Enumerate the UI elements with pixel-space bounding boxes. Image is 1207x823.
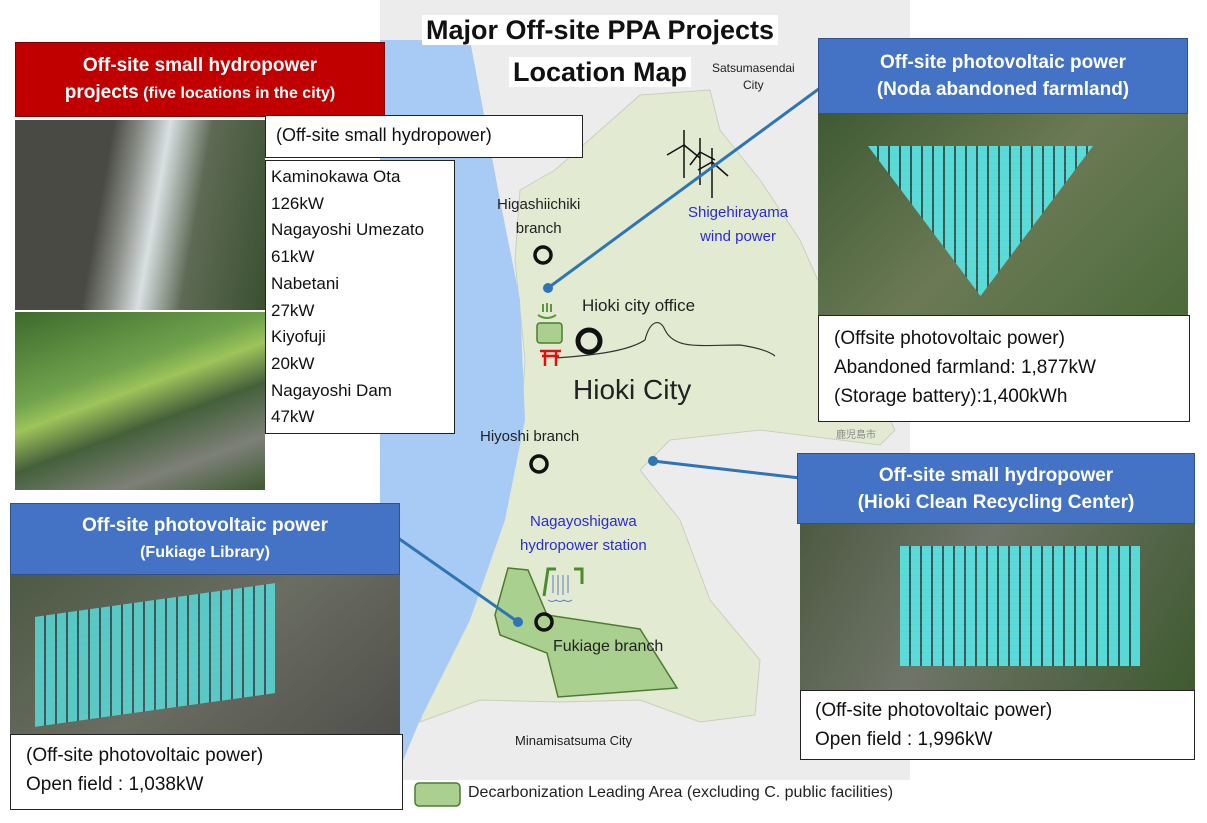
hydro-site-capacity: 61kW <box>271 247 315 267</box>
hydro-site-capacity: 126kW <box>271 193 324 213</box>
detail-line: Open field : 1,996kW <box>815 729 993 750</box>
label-shigehirayama: Shigehirayama wind power <box>688 201 788 249</box>
detail-line: (Off-site photovoltaic power) <box>26 745 264 766</box>
detail-line: (Storage battery):1,400kWh <box>834 386 1068 407</box>
label-city-office: Hioki city office <box>582 296 696 315</box>
header-line: (Noda abandoned farmland) <box>876 79 1130 100</box>
label-line: Nagayoshigawa <box>530 513 637 530</box>
map-title-line2-text: Location Map <box>509 57 691 87</box>
fukiage-library-header: Off-site photovoltaic power (Fukiage Libr… <box>10 503 400 575</box>
leader-line-recycling <box>652 459 801 480</box>
label-line: Higashiichiki <box>497 196 581 213</box>
dam-waterfall-icon <box>542 567 584 602</box>
detail-line: (Off-site photovoltaic power) <box>815 700 1053 721</box>
noda-details: (Offsite photovoltaic power) Abandoned fa… <box>818 315 1190 422</box>
label-city-name: Hioki City <box>573 374 692 405</box>
label-line: branch <box>515 220 562 237</box>
hydro-site-name: Nagayoshi Umezato <box>271 220 425 240</box>
map-title-line1-text: Major Off-site PPA Projects <box>421 15 779 45</box>
noda-aerial-photo <box>818 114 1188 316</box>
hydro-river-photo <box>15 312 265 490</box>
hydro-city-caption: (Off-site small hydropower) <box>265 115 583 158</box>
header-line: projects (five locations in the city) <box>16 79 384 107</box>
legend-swatch <box>414 782 461 807</box>
leader-line-fukiage-library <box>397 536 519 624</box>
river <box>554 322 776 359</box>
header-rest: (five locations in the city) <box>138 85 336 102</box>
header-line: Off-site photovoltaic power <box>82 515 328 536</box>
hot-spring-icon <box>537 303 557 319</box>
hydro-site-name: Kiyofuji <box>271 327 326 347</box>
noda-header: Off-site photovoltaic power (Noda abandon… <box>818 38 1188 114</box>
branch-marker-hiyoshi <box>529 454 549 474</box>
location-pin-noda <box>543 283 553 293</box>
recycling-header: Off-site small hydropower (Hioki Clean Re… <box>797 453 1195 524</box>
hydro-site-capacity: 20kW <box>271 353 315 373</box>
header-line: Off-site small hydropower <box>82 55 318 76</box>
hydro-site-name: Nagayoshi Dam <box>271 380 392 400</box>
branch-marker-fukiage <box>534 612 554 632</box>
shrine-torii-icon <box>540 349 561 366</box>
solar-array <box>868 146 1093 296</box>
header-line: Off-site small hydropower <box>878 464 1114 486</box>
decarbonization-leading-area <box>494 567 679 698</box>
hydro-site-capacity: 27kW <box>271 300 315 320</box>
detail-line: (Offsite photovoltaic power) <box>834 328 1065 349</box>
hydro-site-name: Nabetani <box>271 273 340 293</box>
label-line: wind power <box>700 228 776 245</box>
label-fukiage: Fukiage branch <box>553 638 664 655</box>
city-office-marker <box>575 327 603 355</box>
hydro-dam-photo <box>15 120 265 310</box>
hydro-site-name: Kaminokawa Ota <box>271 167 401 186</box>
leader-line-noda <box>547 86 821 290</box>
label-line: Shigehirayama <box>688 204 789 221</box>
label-line: hydropower station <box>520 537 647 554</box>
facility-square-icon <box>536 322 563 344</box>
recycling-aerial-photo <box>800 524 1195 690</box>
label-higashiichiki: Higashiichiki branch <box>497 193 580 241</box>
detail-line: Open field : 1,038kW <box>26 774 204 795</box>
label-kagoshima: 鹿児島市 <box>836 430 876 441</box>
fukiage-library-aerial-photo <box>10 575 400 735</box>
label-line: City <box>743 78 764 92</box>
solar-array <box>35 583 275 727</box>
map-title-line2: Location Map <box>400 52 800 92</box>
hydro-site-list: Kaminokawa Ota 126kW Nagayoshi Umezato 61kW… <box>265 160 455 434</box>
header-line: (Hioki Clean Recycling Center) <box>857 491 1135 513</box>
header-line: Off-site photovoltaic power <box>880 52 1126 73</box>
label-hiyoshi: Hiyoshi branch <box>480 428 580 445</box>
recycling-details: (Off-site photovoltaic power) Open field … <box>800 690 1195 760</box>
label-minamisatsuma: Minamisatsuma City <box>515 733 633 748</box>
solar-array <box>900 546 1140 666</box>
fukiage-library-details: (Off-site photovoltaic power) Open field … <box>10 734 403 810</box>
map-title-line1: Major Off-site PPA Projects <box>400 10 800 50</box>
location-pin-recycling <box>648 456 658 466</box>
hydro-site-capacity: 47kW <box>271 407 315 427</box>
header-bold: projects <box>64 82 139 103</box>
location-pin-fukiage-library <box>513 617 523 627</box>
branch-marker-higashiichiki <box>533 245 553 265</box>
label-line: Satsumasendai <box>712 61 795 75</box>
detail-line: Abandoned farmland: 1,877kW <box>834 357 1096 378</box>
label-nagayoshigawa: Nagayoshigawa hydropower station <box>520 510 647 558</box>
header-line: (Fukiage Library) <box>140 544 270 561</box>
hydro-city-header: Off-site small hydropower projects (five… <box>15 42 385 117</box>
legend-label: Decarbonization Leading Area (excluding … <box>468 784 894 801</box>
